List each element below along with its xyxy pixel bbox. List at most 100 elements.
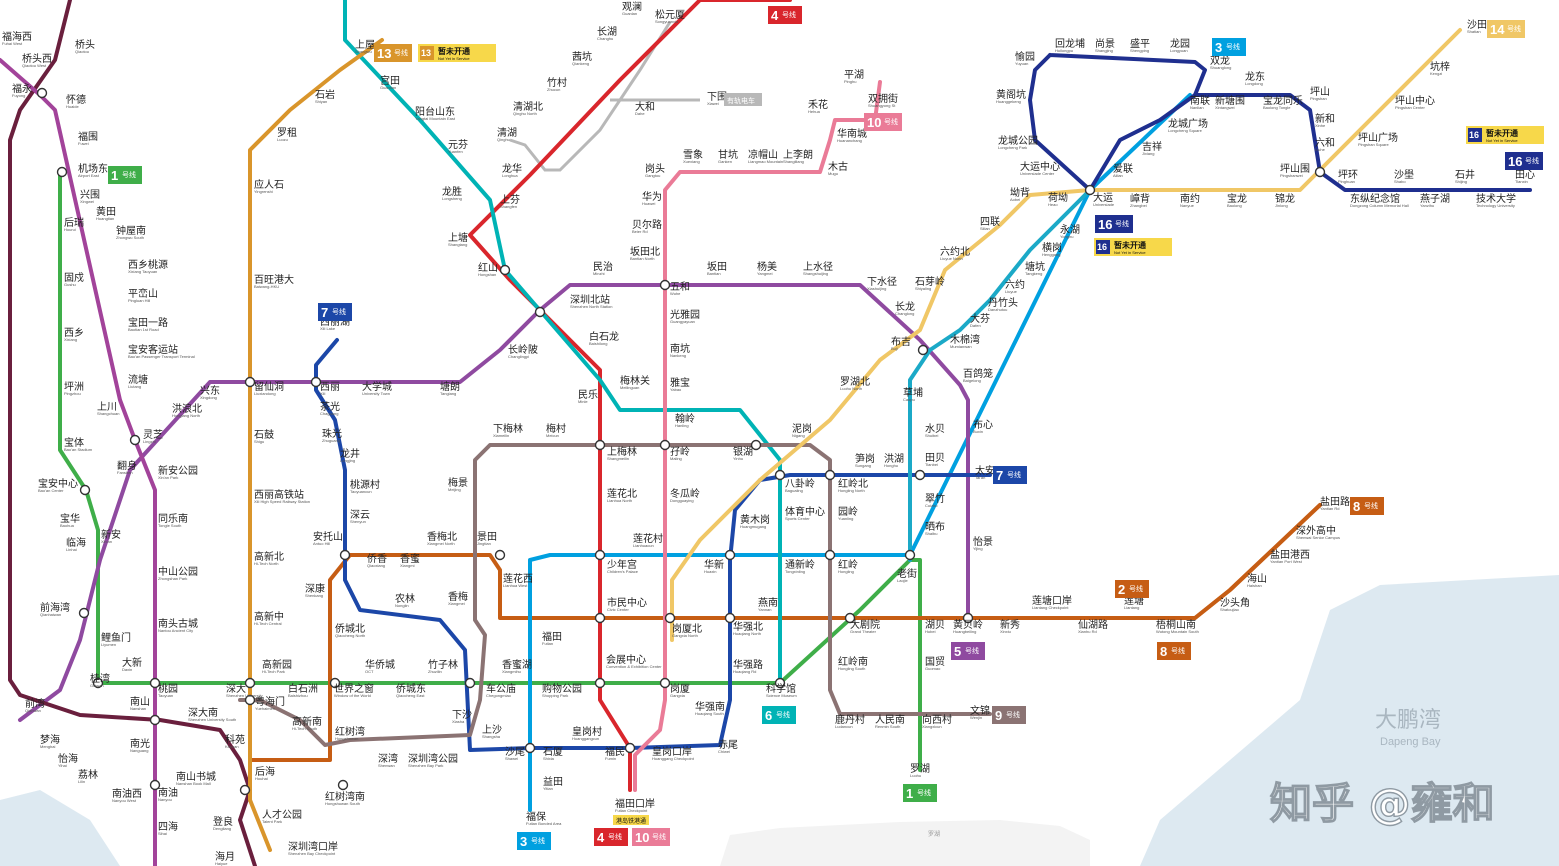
interchange-marker[interactable]	[824, 469, 836, 481]
interchange-marker[interactable]	[1084, 184, 1096, 196]
interchange-marker[interactable]	[329, 677, 341, 689]
interchange-marker[interactable]	[844, 612, 856, 624]
interchange-marker[interactable]	[774, 469, 786, 481]
interchange-marker[interactable]	[659, 279, 671, 291]
interchange-marker[interactable]	[244, 677, 256, 689]
interchange-marker[interactable]	[917, 344, 929, 356]
interchange-marker[interactable]	[149, 677, 161, 689]
interchange-marker[interactable]	[659, 677, 671, 689]
interchange-marker[interactable]	[56, 166, 68, 178]
interchange-marker[interactable]	[244, 376, 256, 388]
interchange-marker[interactable]	[659, 439, 671, 451]
